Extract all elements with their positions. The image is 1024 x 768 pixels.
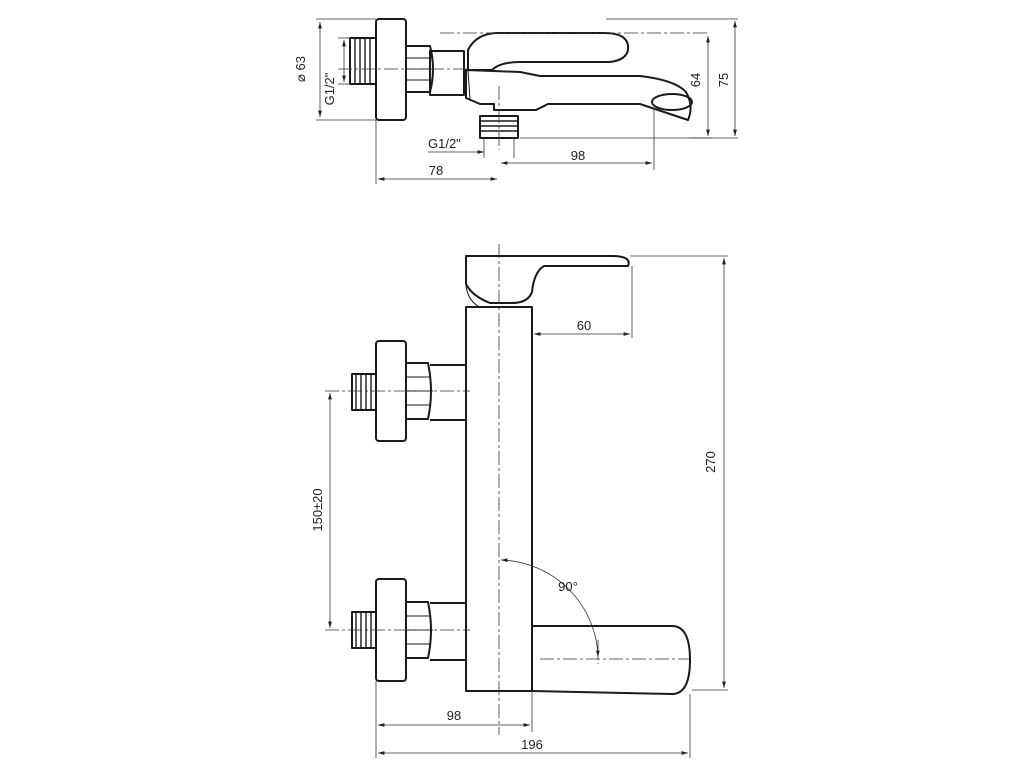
label-height-64: 64 [688, 73, 703, 87]
top-lever [467, 32, 630, 71]
label-projection-60: 60 [577, 318, 591, 333]
label-diameter-63: ⌀ 63 [293, 56, 308, 82]
front-lower-inlet-arm [430, 602, 467, 661]
label-thread-left: G1/2" [322, 72, 337, 105]
top-connector [429, 50, 465, 96]
top-flange [375, 18, 407, 121]
label-length-98-top: 98 [571, 148, 585, 163]
front-upper-hex-nut [405, 362, 432, 420]
label-spacing-150: 150±20 [310, 488, 325, 531]
front-spout [531, 625, 691, 695]
front-upper-inlet-arm [430, 364, 467, 421]
front-upper-thread [351, 373, 377, 411]
top-inlet-thread [349, 37, 377, 85]
label-width-196: 196 [521, 737, 543, 752]
label-angle-90: 90° [558, 579, 578, 594]
label-height-75: 75 [716, 73, 731, 87]
angle-arc-90 [500, 558, 600, 658]
front-lower-hex-nut [405, 601, 432, 659]
front-upper-thread-lines [355, 374, 372, 410]
label-thread-bottom: G1/2" [428, 136, 461, 151]
label-height-270: 270 [703, 451, 718, 473]
top-inlet-thread-lines [354, 38, 371, 84]
label-length-78: 78 [429, 163, 443, 178]
label-width-98-front: 98 [447, 708, 461, 723]
top-view: ⌀ 63 G1/2" 64 75 G1/2" 98 78 [293, 18, 738, 184]
front-lever [465, 255, 630, 304]
front-view: 60 270 150±20 90° 98 196 [310, 244, 728, 758]
top-body-spout [465, 69, 692, 121]
top-spout-outlet [651, 93, 693, 111]
